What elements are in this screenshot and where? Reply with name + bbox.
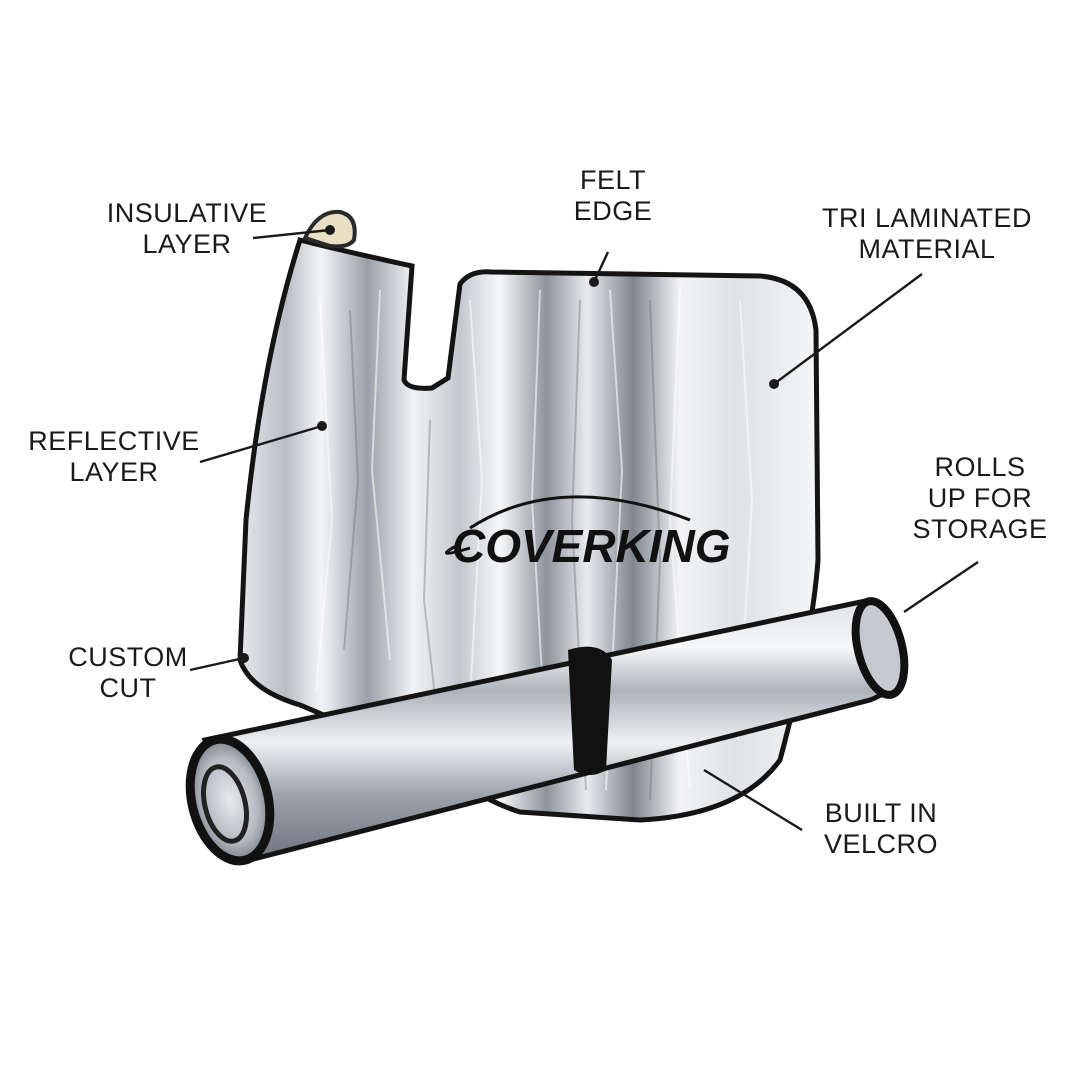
leader-velcro: [703, 768, 803, 832]
leader-insulative: [252, 228, 331, 240]
callout-felt-edge: FELT EDGE: [573, 165, 653, 226]
callout-insulative-layer: INSULATIVE LAYER: [106, 198, 268, 259]
callout-rolls-up-for-storage: ROLLS UP FOR STORAGE: [912, 452, 1048, 544]
leader-custom: [189, 656, 245, 672]
leader-lines: [189, 225, 979, 832]
leader-rolls: [903, 561, 979, 613]
rolled-sunshade: [185, 597, 909, 866]
callout-reflective-layer: REFLECTIVE LAYER: [28, 426, 200, 487]
leader-reflective: [199, 424, 323, 464]
coverking-logo: COVERKING: [445, 495, 731, 572]
callout-tri-laminated-material: TRI LAMINATED MATERIAL: [821, 203, 1032, 264]
leader-tri: [773, 273, 923, 385]
svg-text:COVERKING: COVERKING: [452, 520, 731, 572]
callout-custom-cut: CUSTOM CUT: [68, 642, 188, 703]
leader-felt: [592, 251, 610, 283]
callout-built-in-velcro: BUILT IN VELCRO: [823, 798, 939, 859]
